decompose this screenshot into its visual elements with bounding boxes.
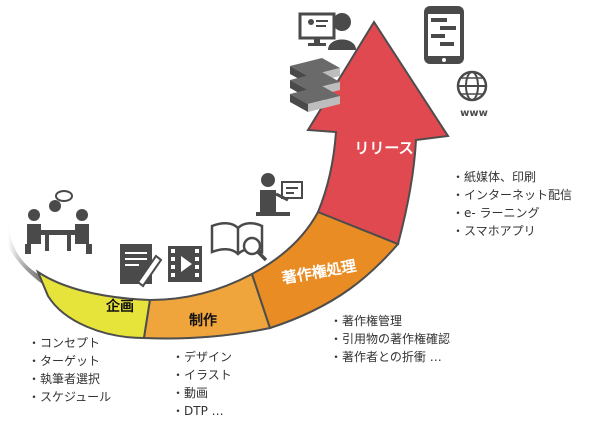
- meeting-icon: [25, 190, 92, 254]
- copyright-items-list: 著作権管理引用物の著作権確認著作者との折衝 …: [330, 312, 450, 366]
- production-list-item: DTP …: [172, 402, 232, 420]
- production-items-list: デザインイラスト動画DTP …: [172, 348, 232, 420]
- release-list-item: e- ラーニング: [452, 204, 572, 222]
- planning-list-item: コンセプト: [28, 334, 111, 352]
- production-list-item: 動画: [172, 384, 232, 402]
- smartphone-icon: [424, 6, 464, 64]
- planning-list-item: 執筆者選択: [28, 370, 111, 388]
- stage-segment-copyright: [250, 210, 400, 330]
- release-items-list: 紙媒体、印刷インターネット配信e- ラーニングスマホアプリ: [452, 168, 572, 240]
- production-list-item: デザイン: [172, 348, 232, 366]
- release-list-item: インターネット配信: [452, 186, 572, 204]
- arrow-tail: [8, 222, 52, 290]
- www-label: www: [460, 108, 488, 119]
- video-film-icon: [168, 246, 202, 282]
- stage-label-release: リリース: [354, 139, 413, 157]
- copyright-list-item: 著作者との折衝 …: [330, 348, 450, 366]
- copyright-list-item: 著作権管理: [330, 312, 450, 330]
- globe-www-icon: www: [456, 70, 488, 119]
- planning-list-item: スケジュール: [28, 388, 111, 406]
- elearning-monitor-icon: [298, 12, 356, 50]
- copyright-list-item: 引用物の著作権確認: [330, 330, 450, 348]
- release-list-item: 紙媒体、印刷: [452, 168, 572, 186]
- stage-segment-release: [306, 20, 450, 246]
- document-edit-icon: [120, 244, 163, 288]
- stage-label-planning: 企画: [105, 298, 134, 315]
- stage-label-production: 制作: [189, 312, 217, 329]
- planning-items-list: コンセプトターゲット執筆者選択スケジュール: [28, 334, 111, 406]
- production-list-item: イラスト: [172, 366, 232, 384]
- release-list-item: スマホアプリ: [452, 222, 572, 240]
- planning-list-item: ターゲット: [28, 352, 111, 370]
- book-stack-icon: [290, 58, 340, 112]
- book-search-icon: [210, 222, 268, 262]
- reviewer-icon: [256, 173, 303, 216]
